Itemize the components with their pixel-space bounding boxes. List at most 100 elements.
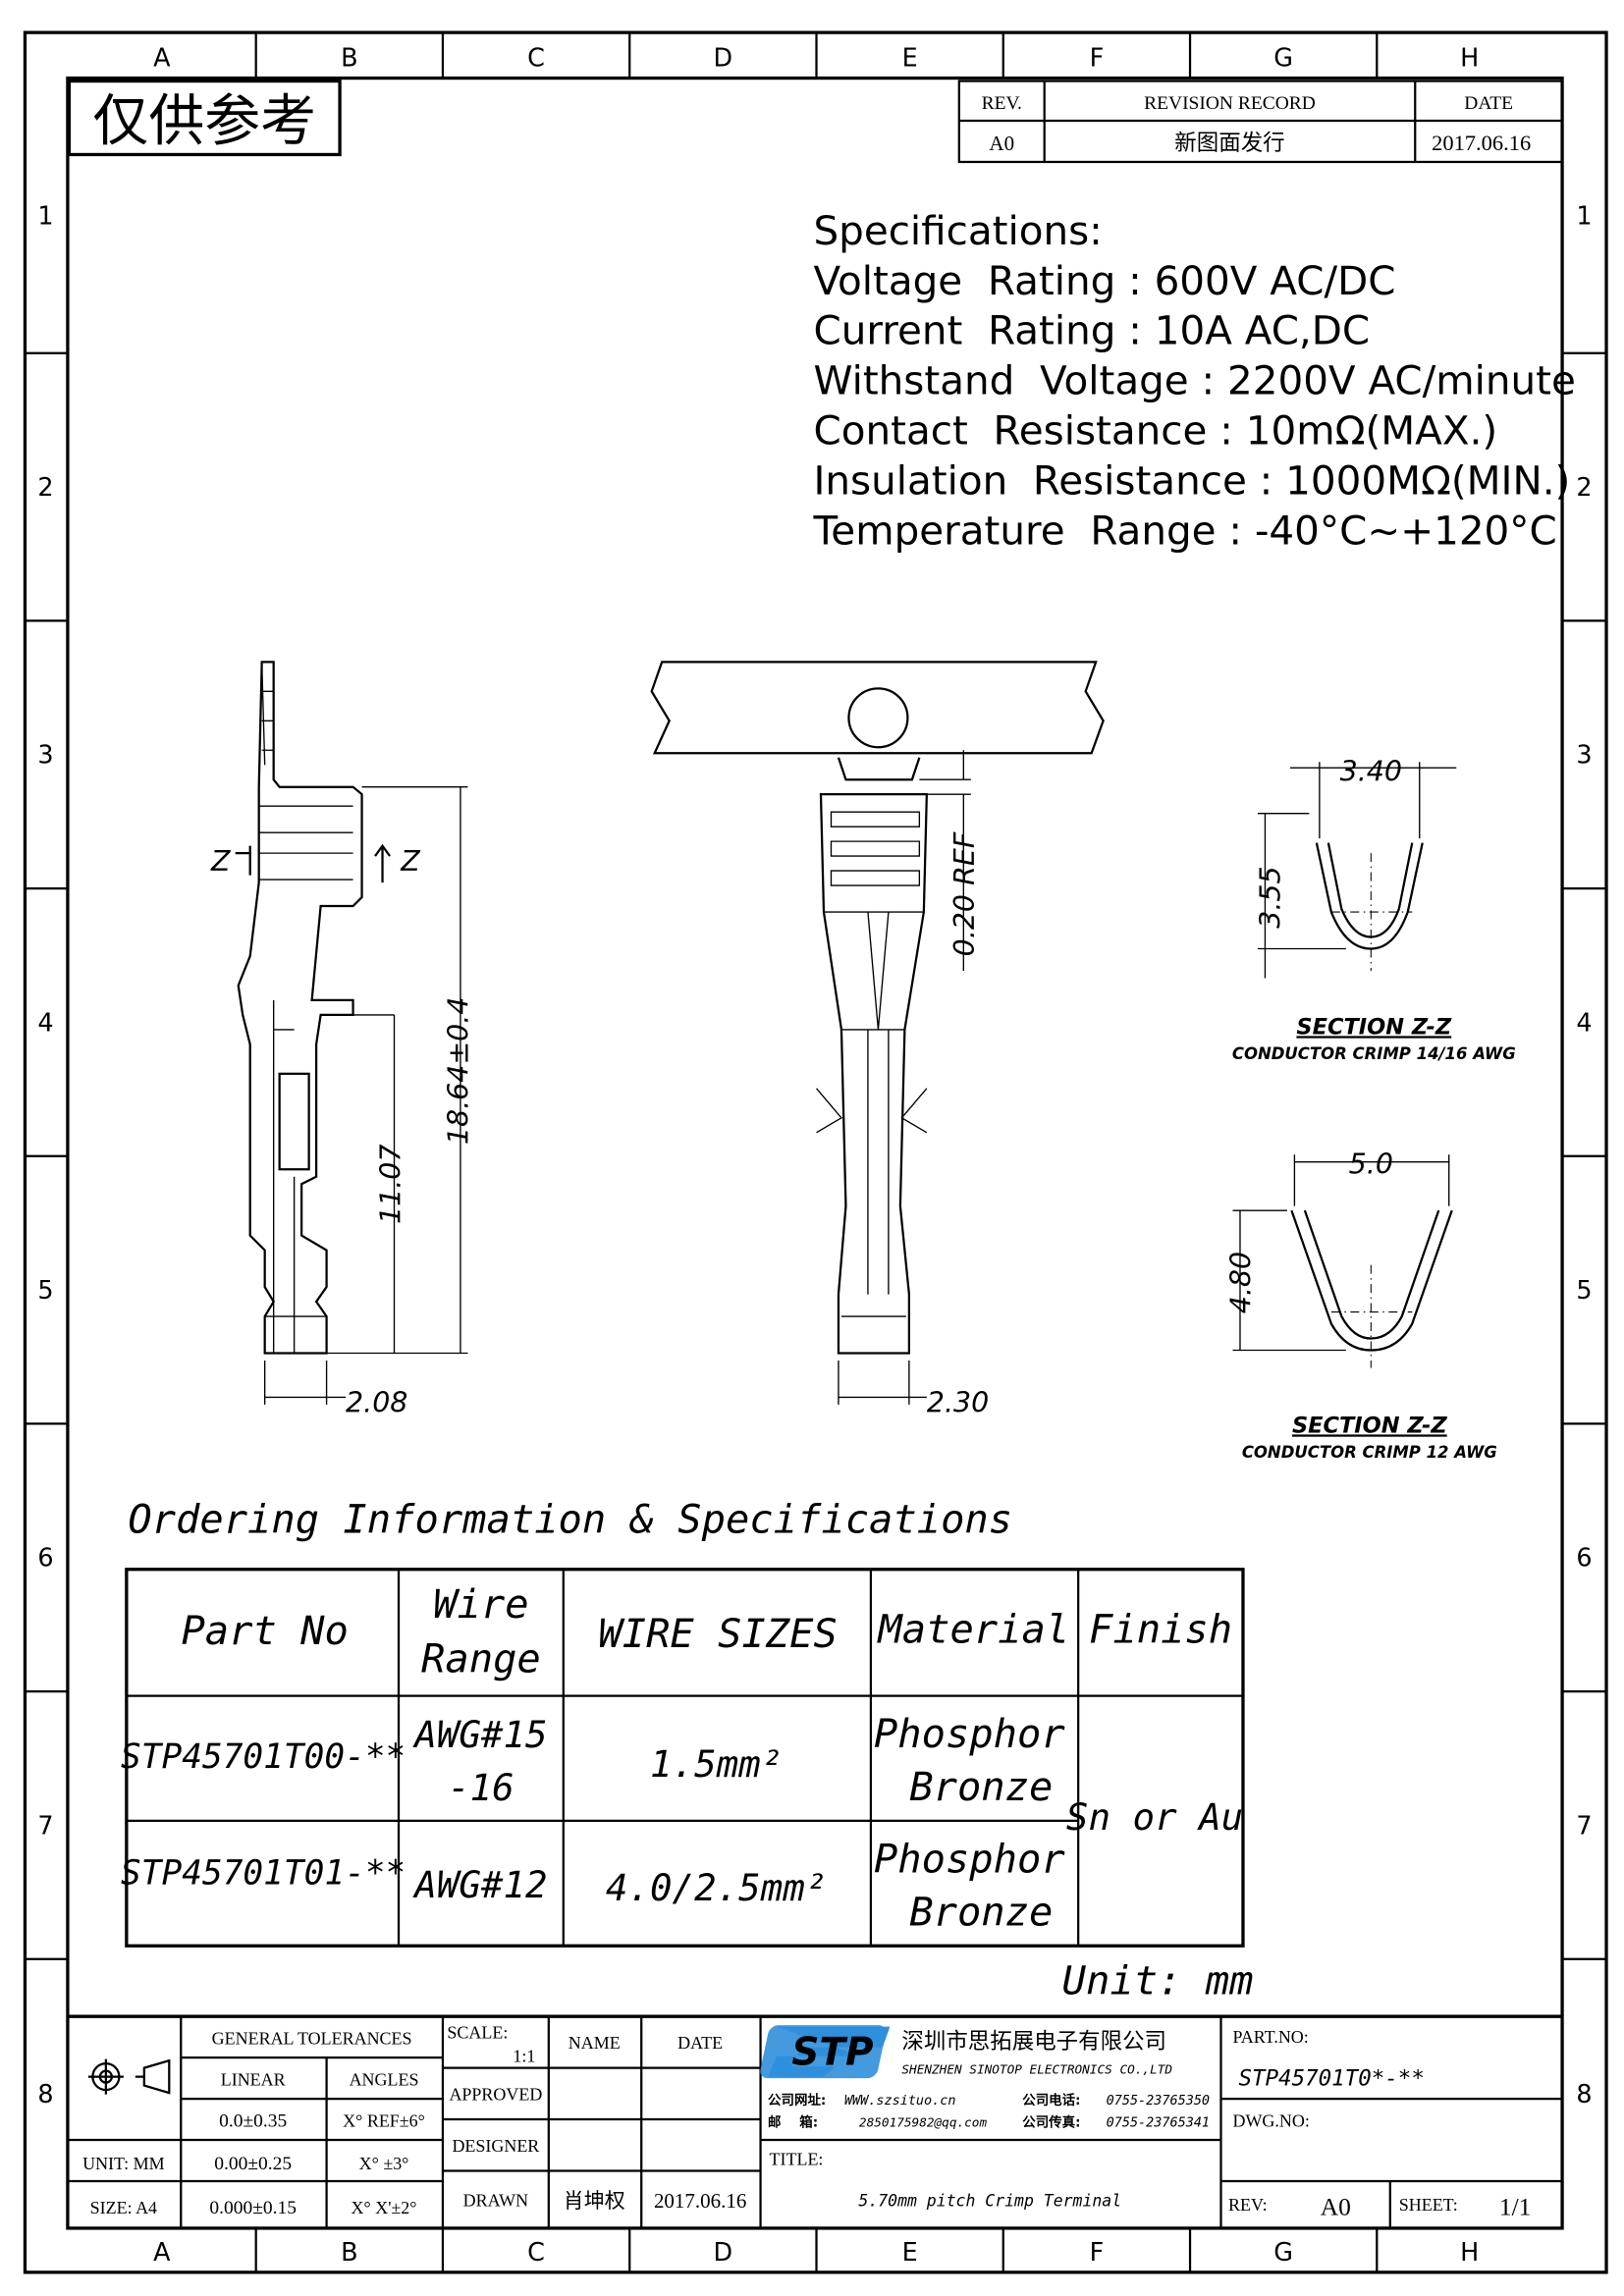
telephone: 0755-23765350 <box>1107 2093 1210 2109</box>
terminal-front-view: 0.20 REF 2.30 <box>650 661 1105 1418</box>
dim-overall-length: 18.64±0.4 <box>442 997 474 1146</box>
row-label-left-6: 6 <box>37 1544 53 1574</box>
logo-text: STP <box>791 2031 873 2075</box>
scale-label: SCALE: <box>447 2023 508 2043</box>
linear-tol-1: 0.0±0.35 <box>219 2111 287 2132</box>
row1-material-2: Bronze <box>909 1763 1053 1810</box>
row-label-left-1: 1 <box>37 202 53 232</box>
section1-subtitle: CONDUCTOR CRIMP 14/16 AWG <box>1232 1044 1516 1063</box>
dim-3-40: 3.40 <box>1340 756 1402 788</box>
header-part-no: Part No <box>181 1607 348 1654</box>
stamp-text: 仅供参考 <box>92 88 316 153</box>
date-header: DATE <box>1464 93 1513 114</box>
row-label-right-5: 5 <box>1576 1276 1592 1306</box>
header-range: Range <box>421 1635 541 1682</box>
spec-withstand: Withstand Voltage : 2200V AC/minute <box>813 357 1575 404</box>
angle-tol-2: X° ±3° <box>359 2154 409 2173</box>
name-header: NAME <box>568 2033 621 2053</box>
header-material: Material <box>876 1606 1069 1653</box>
header-finish: Finish <box>1089 1606 1232 1653</box>
tel-label: 公司电话: <box>1022 2092 1080 2109</box>
row-label-right-1: 1 <box>1576 202 1592 232</box>
column-label-bottom-H: H <box>1460 2238 1479 2268</box>
company-name-en: SHENZHEN SINOTOP ELECTRONICS CO.,LTD <box>901 2063 1172 2078</box>
column-label-bottom-C: C <box>527 2238 545 2268</box>
column-label-top-G: G <box>1273 44 1293 74</box>
row2-range: AWG#12 <box>412 1863 547 1906</box>
row2-wire-size: 4.0/2.5mm² <box>606 1866 827 1909</box>
dim-3-55: 3.55 <box>1254 866 1286 928</box>
row1-range-2: -16 <box>448 1766 514 1809</box>
title-label: TITLE: <box>770 2149 824 2168</box>
dim-2-30: 2.30 <box>927 1386 989 1418</box>
row-label-left-3: 3 <box>37 741 53 771</box>
column-label-top-C: C <box>527 44 545 74</box>
linear-label: LINEAR <box>221 2070 286 2090</box>
terminal-side-view: Z Z 18.64±0.4 11.07 2.08 <box>210 661 474 1418</box>
email: 2850175982@qq.com <box>859 2116 988 2131</box>
company-logo: STP <box>760 2025 891 2079</box>
dim-5-0: 5.0 <box>1349 1148 1393 1181</box>
column-label-bottom-F: F <box>1090 2238 1105 2268</box>
specs-title: Specifications: <box>813 207 1102 254</box>
row-label-right-2: 2 <box>1576 473 1592 503</box>
rev-value: A0 <box>989 132 1014 155</box>
drawn-label: DRAWN <box>463 2190 528 2210</box>
row2-material: Phosphor <box>874 1835 1065 1882</box>
unit-mm: UNIT: MM <box>82 2154 164 2173</box>
web-label: 公司网址: <box>768 2092 826 2109</box>
row-label-left-8: 8 <box>37 2080 53 2109</box>
sheet-label: SHEET: <box>1399 2195 1458 2215</box>
angle-tol-3: X° X'±2° <box>352 2198 417 2217</box>
drawing-title: 5.70mm pitch Crimp Terminal <box>858 2191 1121 2210</box>
part-no-value: STP45701T0*-** <box>1238 2066 1424 2092</box>
spec-temperature: Temperature Range : -40°C~+120°C <box>812 507 1556 554</box>
row-label-right-3: 3 <box>1576 741 1592 771</box>
column-label-bottom-D: D <box>714 2238 733 2268</box>
row-label-right-7: 7 <box>1576 1811 1592 1841</box>
section2-subtitle: CONDUCTOR CRIMP 12 AWG <box>1242 1443 1497 1462</box>
column-label-bottom-E: E <box>902 2238 918 2268</box>
unit-label: Unit: mm <box>1062 1957 1254 2004</box>
row-label-left-4: 4 <box>37 1008 53 1038</box>
row1-part-no: STP45701T00-** <box>121 1737 406 1777</box>
sheet-value: 1/1 <box>1499 2192 1532 2220</box>
date-header: DATE <box>677 2033 723 2053</box>
linear-tol-3: 0.000±0.15 <box>209 2198 297 2218</box>
column-label-bottom-G: G <box>1273 2238 1293 2268</box>
angle-tol-1: X° REF±6° <box>343 2111 425 2131</box>
drawn-by-name: 肖坤权 <box>564 2189 625 2213</box>
section2-title: SECTION Z-Z <box>1292 1413 1447 1438</box>
ordering-table: Part No Wire Range WIRE SIZES Material F… <box>121 1568 1245 1948</box>
website: WWW.szsituo.cn <box>844 2093 956 2109</box>
dim-4-80: 4.80 <box>1224 1252 1257 1313</box>
section-marker-right: Z <box>400 845 420 878</box>
rev-label: REV: <box>1228 2195 1268 2215</box>
spec-insulation-resistance: Insulation Resistance : 1000MΩ(MIN.) <box>813 457 1570 505</box>
column-label-top-H: H <box>1460 44 1479 74</box>
rev-value-tb: A0 <box>1321 2192 1351 2220</box>
dim-0-20-ref: 0.20 REF <box>948 831 981 956</box>
row-label-left-5: 5 <box>37 1276 53 1306</box>
row1-material: Phosphor <box>874 1710 1065 1757</box>
section-z-z-14-16-awg: 3.40 3.55 SECTION Z-Z CONDUCTOR CRIMP 14… <box>1232 756 1516 1063</box>
row2-material-2: Bronze <box>909 1888 1053 1935</box>
spec-current: Current Rating : 10A AC,DC <box>813 307 1370 354</box>
part-no-label: PART.NO: <box>1232 2027 1308 2047</box>
size-a4: SIZE: A4 <box>90 2198 157 2217</box>
fax: 0755-23765341 <box>1107 2115 1210 2131</box>
scale-value: 1:1 <box>513 2047 535 2066</box>
revision-record-header: REVISION RECORD <box>1144 93 1316 114</box>
linear-tol-2: 0.00±0.25 <box>214 2154 292 2174</box>
approved-label: APPROVED <box>449 2085 542 2105</box>
row2-part-no: STP45701T01-** <box>121 1853 406 1893</box>
row1-wire-size: 1.5mm² <box>650 1742 783 1786</box>
row-label-right-6: 6 <box>1576 1544 1592 1574</box>
angles-label: ANGLES <box>350 2070 419 2090</box>
finish-value: Sn or Au <box>1066 1795 1243 1839</box>
section-z-z-12-awg: 5.0 4.80 SECTION Z-Z CONDUCTOR CRIMP 12 … <box>1224 1148 1496 1462</box>
company-name-cn: 深圳市思拓展电子有限公司 <box>901 2029 1166 2055</box>
column-label-bottom-B: B <box>341 2238 357 2268</box>
column-label-top-A: A <box>153 44 171 74</box>
